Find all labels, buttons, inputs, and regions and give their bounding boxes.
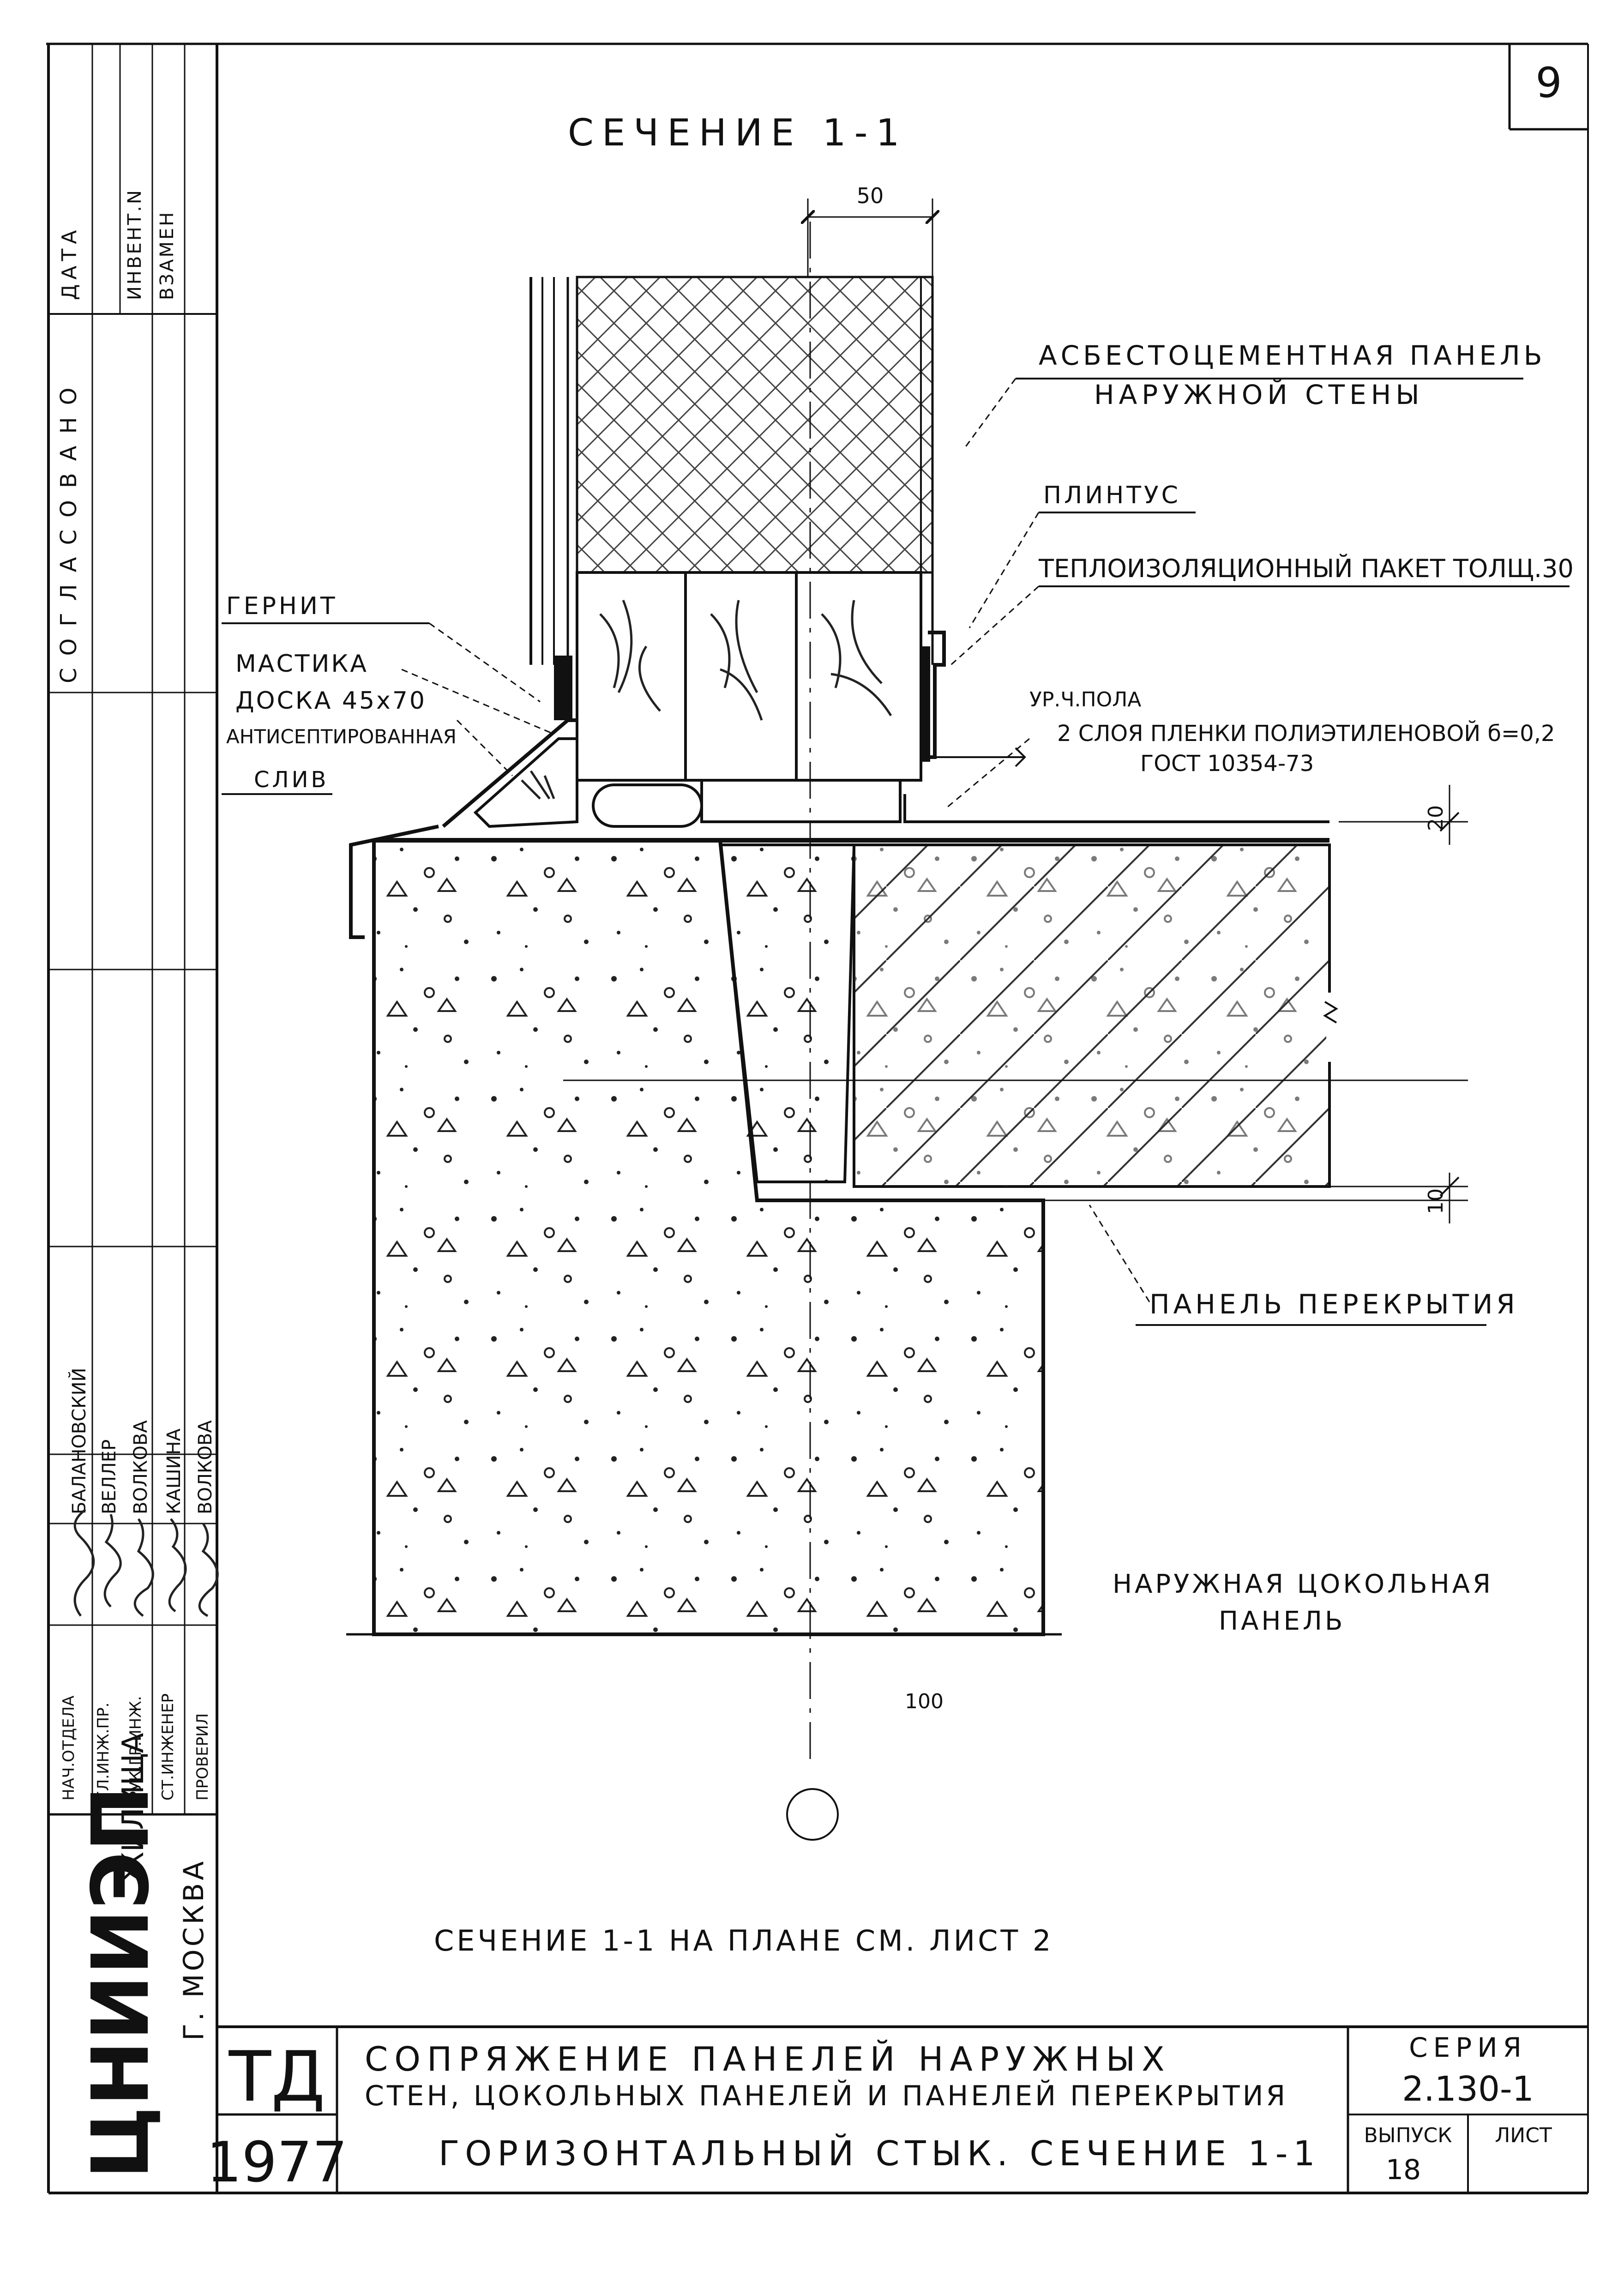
issue-value: 18 — [1386, 2154, 1421, 2186]
inventory-label: ИНВЕНТ.N — [124, 188, 145, 300]
callout-asbestos-panel-2: НАРУЖНОЙ СТЕНЫ — [1094, 379, 1424, 410]
page-number: 9 — [1535, 59, 1562, 107]
date-label: ДАТА — [58, 226, 81, 300]
dim-100-label: 100 — [905, 1690, 944, 1713]
replace-label: ВЗАМЕН — [156, 211, 178, 300]
approved-label: СОГЛАСОВАНО — [56, 376, 82, 683]
dimension-20: 20 — [1339, 785, 1468, 845]
leader-lines — [401, 378, 1150, 1302]
name-head: БАЛАНОВСКИЙ — [68, 1368, 90, 1514]
callout-drip: СЛИВ — [254, 767, 329, 793]
callout-gernit: ГЕРНИТ — [226, 592, 338, 620]
side-strip: ДАТА ИНВЕНТ.N ВЗАМЕН СОГЛАСОВАНО НАЧ.ОТД… — [48, 44, 219, 2179]
org-sub: ЖИЛИЩА — [116, 1733, 150, 1884]
callout-plinth: ПЛИНТУС — [1043, 482, 1181, 509]
year: 1977 — [206, 2131, 347, 2195]
callout-film-2: ГОСТ 10354-73 — [1140, 751, 1314, 777]
floor-slab-panel — [853, 843, 1338, 1188]
callout-board: ДОСКА 45х70 — [235, 687, 427, 715]
dimension-10: 10 — [1039, 1173, 1468, 1223]
signatures — [73, 1509, 219, 1617]
insulation-pack — [576, 571, 922, 782]
joint-grout — [718, 843, 856, 1183]
name-group-lead: ВОЛКОВА — [130, 1420, 151, 1514]
name-senior-eng: КАШИНА — [163, 1428, 185, 1514]
role-group-lead: РУК.ГР.ИНЖ. — [126, 1696, 145, 1801]
plinth-panel — [346, 838, 1329, 1636]
callout-insulation: ТЕПЛОИЗОЛЯЦИОННЫЙ ПАКЕТ ТОЛЩ.30 — [1038, 554, 1574, 583]
callout-slab: ПАНЕЛЬ ПЕРЕКРЫТИЯ — [1149, 1289, 1519, 1320]
role-checker: ПРОВЕРИЛ — [193, 1713, 212, 1801]
callout-asbestos-panel-1: АСБЕСТОЦЕМЕНТНАЯ ПАНЕЛЬ — [1039, 340, 1546, 371]
issue-label: ВЫПУСК — [1364, 2124, 1452, 2147]
sheet-label: ЛИСТ — [1495, 2124, 1552, 2147]
section-title: СЕЧЕНИЕ 1-1 — [568, 111, 908, 154]
title-block: ТД 1977 СОПРЯЖЕНИЕ ПАНЕЛЕЙ НАРУЖНЫХ СТЕН… — [206, 2025, 1588, 2195]
callout-plinth-panel-1: НАРУЖНАЯ ЦОКОЛЬНАЯ — [1113, 1569, 1493, 1599]
role-senior-eng: СТ.ИНЖЕНЕР — [159, 1693, 177, 1801]
callout-film-1: 2 СЛОЯ ПЛЕНКИ ПОЛИЭТИЛЕНОВОЙ б=0,2 — [1057, 720, 1555, 747]
title-line-1: СОПРЯЖЕНИЕ ПАНЕЛЕЙ НАРУЖНЫХ — [365, 2040, 1171, 2078]
city: Г. МОСКВА — [178, 1859, 210, 2041]
page-number-box: 9 — [1508, 44, 1588, 131]
sheet-frame — [46, 42, 1589, 2194]
callout-plinth-panel-2: ПАНЕЛЬ — [1219, 1606, 1345, 1636]
callout-antiseptic: АНТИСЕПТИРОВАННАЯ — [226, 725, 457, 748]
section-reference: СЕЧЕНИЕ 1-1 НА ПЛАНЕ СМ. ЛИСТ 2 — [434, 1924, 1053, 1958]
asbestos-cement-wall-panel — [529, 276, 934, 665]
callout-underlines — [222, 378, 1570, 1326]
callout-floor-level: УР.Ч.ПОЛА — [1029, 688, 1141, 711]
drip-flashing — [349, 656, 578, 939]
title-line-2: СТЕН, ЦОКОЛЬНЫХ ПАНЕЛЕЙ И ПАНЕЛЕЙ ПЕРЕКР… — [365, 2079, 1288, 2112]
org-main: ЦНИИЭП — [75, 1786, 167, 2179]
dim-50-label: 50 — [857, 183, 884, 208]
series-value: 2.130-1 — [1402, 2069, 1534, 2109]
callout-mastic: МАСТИКА — [235, 650, 368, 678]
name-checker: ВОЛКОВА — [195, 1420, 216, 1514]
series-label: СЕРИЯ — [1409, 2032, 1527, 2063]
axis-marker — [786, 1788, 839, 1841]
role-head: НАЧ.ОТДЕЛА — [60, 1696, 78, 1801]
subtitle: ГОРИЗОНТАЛЬНЫЙ СТЫК. СЕЧЕНИЕ 1-1 — [439, 2133, 1321, 2174]
dimension-50: 50 — [808, 183, 932, 277]
td-mark: ТД — [229, 2037, 325, 2117]
dim-10-label: 10 — [1424, 1188, 1448, 1214]
role-chief-eng: ГЛ.ИНЖ.ПР. — [94, 1703, 113, 1801]
wood-board — [592, 779, 902, 828]
name-chief-eng: ВЕЛЛЕР — [99, 1440, 120, 1514]
dim-20-label: 20 — [1424, 805, 1448, 831]
